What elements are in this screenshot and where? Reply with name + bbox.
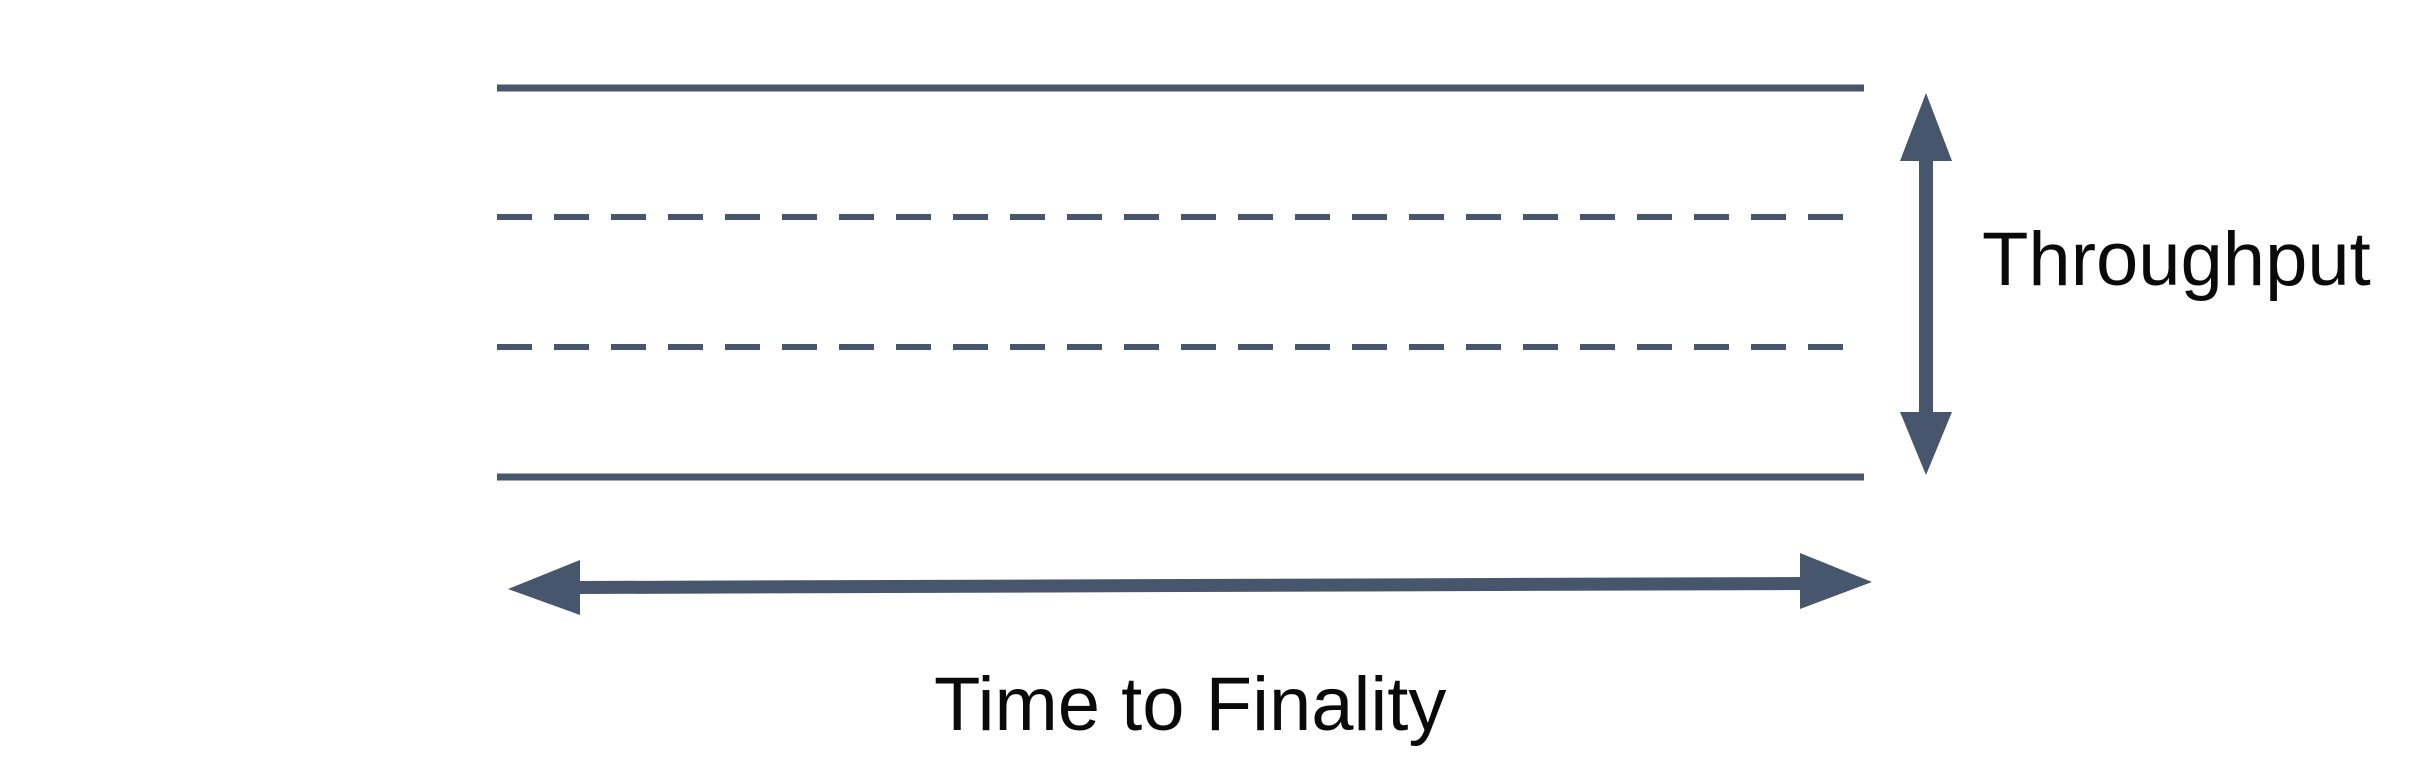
throughput-arrow-head-up: [1900, 93, 1952, 161]
throughput-axis-label: Throughput: [1982, 217, 2371, 302]
throughput-arrow-head-down: [1900, 412, 1952, 475]
time-to-finality-arrow-shaft: [578, 577, 1802, 594]
time-to-finality-arrow: [508, 553, 1872, 615]
time-to-finality-axis-label: Time to Finality: [934, 662, 1447, 747]
throughput-arrow: [1900, 93, 1952, 475]
time-to-finality-arrow-head-right: [1800, 553, 1872, 609]
throughput-arrow-shaft: [1919, 150, 1933, 425]
time-to-finality-arrow-head-left: [508, 560, 580, 615]
